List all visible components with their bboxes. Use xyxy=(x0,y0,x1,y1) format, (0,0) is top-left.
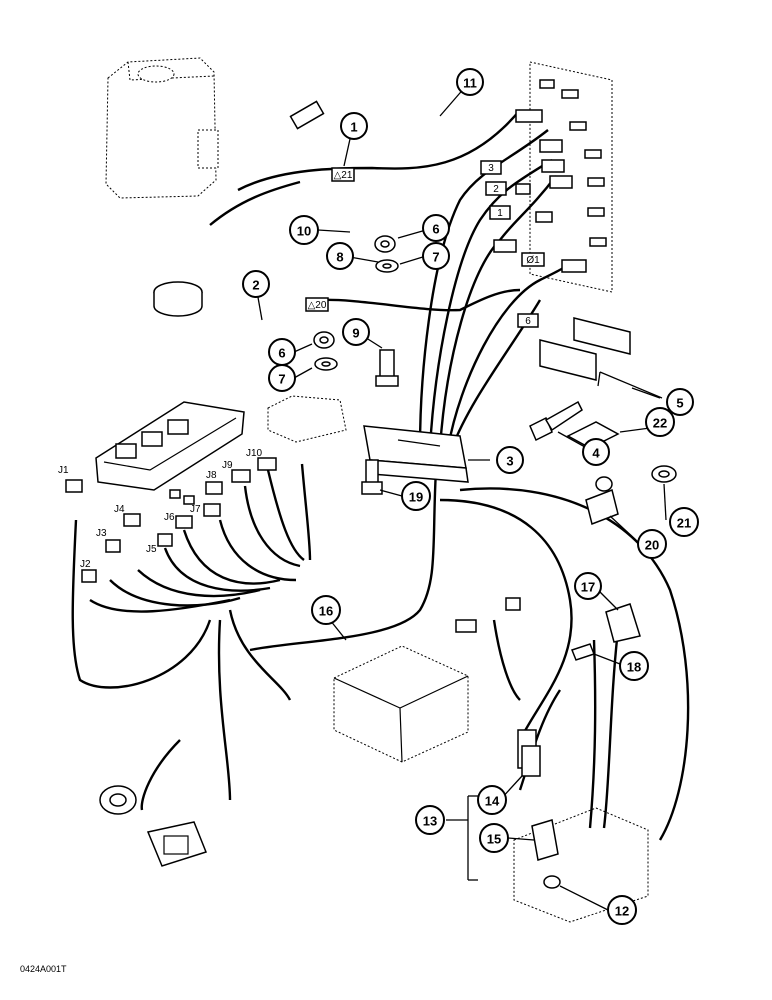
callout-17: 17 xyxy=(574,572,602,600)
tank-outline xyxy=(105,57,219,199)
tag-20-text: △20 xyxy=(308,300,327,311)
label-j3: J3 xyxy=(96,528,107,539)
label-j1: J1 xyxy=(58,465,69,476)
callout-6-lower-text: 6 xyxy=(278,346,285,361)
callout-13: 13 xyxy=(415,805,445,835)
tag-21: △21 xyxy=(331,167,355,182)
callout-22-text: 22 xyxy=(653,416,667,431)
callout-14: 14 xyxy=(477,785,507,815)
callout-14-text: 14 xyxy=(485,794,500,809)
callout-17-text: 17 xyxy=(581,580,595,595)
callout-5-text: 5 xyxy=(676,396,683,411)
tag-1-text: 1 xyxy=(497,208,503,219)
tag-21-text: △21 xyxy=(334,170,353,181)
switch-module xyxy=(95,401,245,491)
tag-6: 6 xyxy=(517,313,539,328)
callout-22: 22 xyxy=(645,407,675,437)
grommet-left xyxy=(153,281,203,317)
label-j10: J10 xyxy=(246,448,263,459)
lamp-socket-lower xyxy=(146,821,207,867)
control-box xyxy=(333,645,469,763)
callout-12: 12 xyxy=(607,895,637,925)
bracket-plate xyxy=(267,395,347,443)
callout-5: 5 xyxy=(666,388,694,416)
callout-16-text: 16 xyxy=(319,604,333,619)
callout-15-text: 15 xyxy=(487,832,501,847)
nut-6b xyxy=(313,331,335,349)
label-j4: J4 xyxy=(114,504,125,515)
callout-2: 2 xyxy=(242,270,270,298)
callout-21: 21 xyxy=(669,507,699,537)
label-j8: J8 xyxy=(206,470,217,481)
tag-o1: Ø1 xyxy=(521,252,545,267)
callout-12-text: 12 xyxy=(615,904,629,919)
bolt-4 xyxy=(529,400,583,442)
callout-20: 20 xyxy=(637,529,667,559)
callout-13-text: 13 xyxy=(423,814,437,829)
callout-16: 16 xyxy=(311,595,341,625)
tag-20: △20 xyxy=(305,297,329,312)
tag-6-text: 6 xyxy=(525,316,531,327)
label-j9: J9 xyxy=(222,460,233,471)
callout-3: 3 xyxy=(496,446,524,474)
washer-7b xyxy=(314,357,338,371)
bolt-9 xyxy=(375,349,399,387)
callout-1-text: 1 xyxy=(350,120,357,135)
callout-10: 10 xyxy=(289,215,319,245)
tag-o1-text: Ø1 xyxy=(526,255,540,266)
drawing-code: 0424A001T xyxy=(20,964,67,974)
callout-15: 15 xyxy=(479,823,509,853)
callout-3-text: 3 xyxy=(506,454,513,469)
callout-9-text: 9 xyxy=(352,326,359,341)
washer-7a xyxy=(375,259,399,273)
callout-11-text: 11 xyxy=(463,76,477,91)
sender-14 xyxy=(521,745,541,777)
callout-6-upper-text: 6 xyxy=(432,222,439,237)
sensor-15 xyxy=(531,819,559,861)
callout-18-text: 18 xyxy=(627,660,641,675)
terminal-block xyxy=(363,425,469,483)
callout-8: 8 xyxy=(326,242,354,270)
callout-4-text: 4 xyxy=(592,446,600,461)
callout-21-text: 21 xyxy=(677,516,691,531)
clip-22 xyxy=(566,421,620,449)
callout-6-lower: 6 xyxy=(268,338,296,366)
tag-1: 1 xyxy=(489,205,511,220)
callout-9: 9 xyxy=(342,318,370,346)
callout-2-text: 2 xyxy=(252,278,259,293)
label-j2: J2 xyxy=(80,559,91,570)
bolt-19 xyxy=(361,459,383,495)
callout-4: 4 xyxy=(582,438,610,466)
label-j5: J5 xyxy=(146,544,157,555)
grommet-21 xyxy=(651,465,677,483)
tag-2: 2 xyxy=(485,181,507,196)
callout-7-lower-text: 7 xyxy=(278,372,285,387)
callout-11: 11 xyxy=(456,68,484,96)
callout-1: 1 xyxy=(340,112,368,140)
ring-terminal-lower xyxy=(99,785,137,815)
plug-12 xyxy=(543,875,561,889)
callout-7-upper: 7 xyxy=(422,242,450,270)
callout-19: 19 xyxy=(401,481,431,511)
tag-3: 3 xyxy=(480,160,502,175)
callout-19-text: 19 xyxy=(409,490,423,505)
switch-20 xyxy=(585,476,619,526)
tag-2-text: 2 xyxy=(493,184,499,195)
callout-20-text: 20 xyxy=(645,538,659,553)
harness-wires xyxy=(71,109,690,841)
callout-10-text: 10 xyxy=(297,224,311,239)
label-j7: J7 xyxy=(190,504,201,515)
callout-18: 18 xyxy=(619,651,649,681)
label-j6: J6 xyxy=(164,512,175,523)
nut-6a xyxy=(374,235,396,253)
insulator-blocks xyxy=(539,317,631,381)
tag-3-text: 3 xyxy=(488,163,494,174)
terminal-18 xyxy=(571,643,595,661)
callout-8-text: 8 xyxy=(336,250,343,265)
relay-17 xyxy=(605,603,641,643)
callout-7-upper-text: 7 xyxy=(432,250,439,265)
callout-6-upper: 6 xyxy=(422,214,450,242)
callout-7-lower: 7 xyxy=(268,364,296,392)
